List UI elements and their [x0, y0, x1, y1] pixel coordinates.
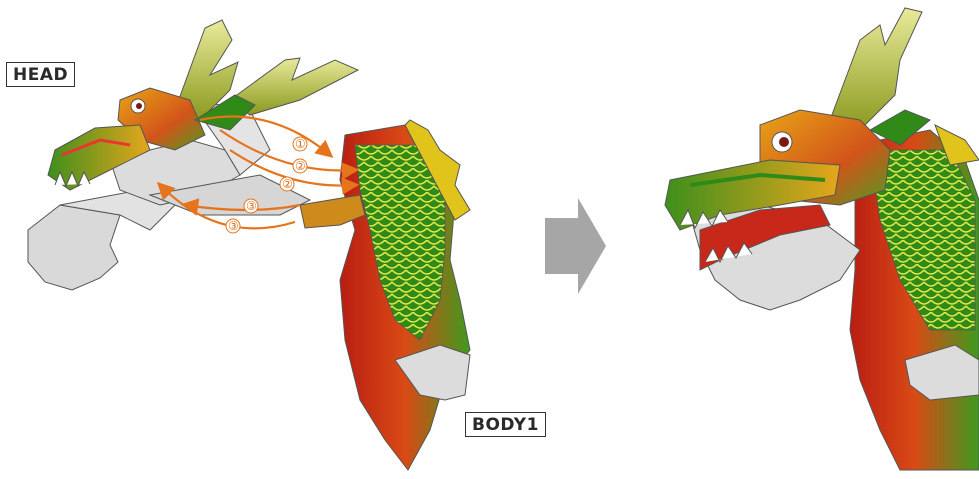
head-part-label: HEAD: [6, 62, 75, 87]
body-piece: [300, 120, 470, 470]
assembled-dragon: [665, 8, 979, 470]
unassembled-head: [28, 20, 358, 290]
step-3-marker: ③: [246, 199, 257, 213]
step-2-marker: ②: [282, 177, 293, 191]
step-3-marker: ③: [228, 219, 239, 233]
step-1-marker: ①: [295, 137, 306, 151]
body-part-label: BODY1: [465, 412, 546, 437]
step-2-marker: ②: [295, 159, 306, 173]
right-arrow-icon: [545, 198, 606, 294]
